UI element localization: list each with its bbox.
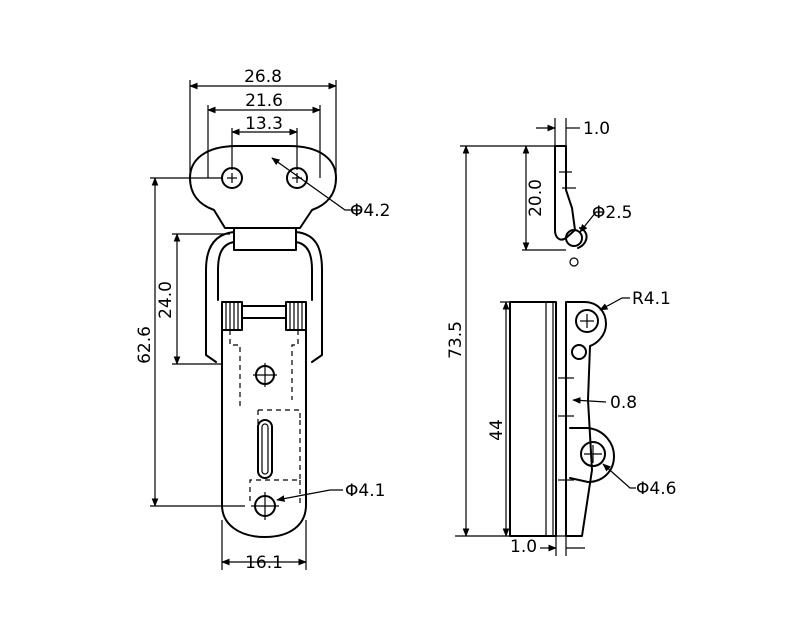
dim-thickness-bottom: 1.0: [510, 537, 537, 557]
dim-height-overall: 62.6: [135, 326, 155, 364]
dim-pivot-diameter: Φ4.6: [636, 479, 676, 499]
front-top-plate: [189, 145, 337, 229]
dim-base-height: 44: [487, 419, 507, 441]
dim-width-bottom: 16.1: [245, 553, 283, 573]
side-view: 1.0 20.0 Φ2.5 R4.1 73.5 0.8 44 Φ4.6 1.0: [446, 118, 676, 557]
front-spring-right: [285, 301, 307, 331]
dim-hole-diameter-top: Φ4.2: [350, 201, 390, 221]
front-spring-left: [221, 301, 243, 331]
side-lever: [565, 301, 607, 537]
side-pivot-r41: [575, 309, 599, 333]
dim-gap: 0.8: [610, 393, 637, 413]
front-wire-loop: [205, 231, 323, 363]
side-small-pin: [571, 344, 587, 360]
front-hinge-sleeve: [233, 227, 297, 251]
dim-loop-height: 24.0: [156, 281, 176, 319]
front-slot: [257, 419, 273, 479]
side-bottom-lug: [569, 427, 615, 483]
side-hook-pin: [565, 229, 583, 247]
dim-width-holes-inner: 13.3: [245, 114, 283, 134]
dim-thickness-top: 1.0: [583, 119, 610, 139]
dim-width-overall: 26.8: [244, 67, 282, 87]
dim-hook-height: 20.0: [526, 179, 546, 217]
dim-radius: R4.1: [632, 289, 671, 309]
dim-width-holes-outer: 21.6: [245, 91, 283, 111]
front-lever-body: [221, 329, 307, 538]
side-hook-plate: [554, 145, 576, 241]
dim-height-overall-side: 73.5: [446, 321, 466, 359]
side-bottom-lug-hole: [580, 441, 606, 467]
side-base-plate: [509, 301, 557, 537]
dim-hole-diameter-bottom: Φ4.1: [345, 481, 385, 501]
front-view: 26.8 21.6 13.3 Φ4.2 24.0 62.6 Φ4.1 16.1: [135, 67, 390, 573]
dim-hook-pin-diameter: Φ2.5: [592, 203, 632, 223]
